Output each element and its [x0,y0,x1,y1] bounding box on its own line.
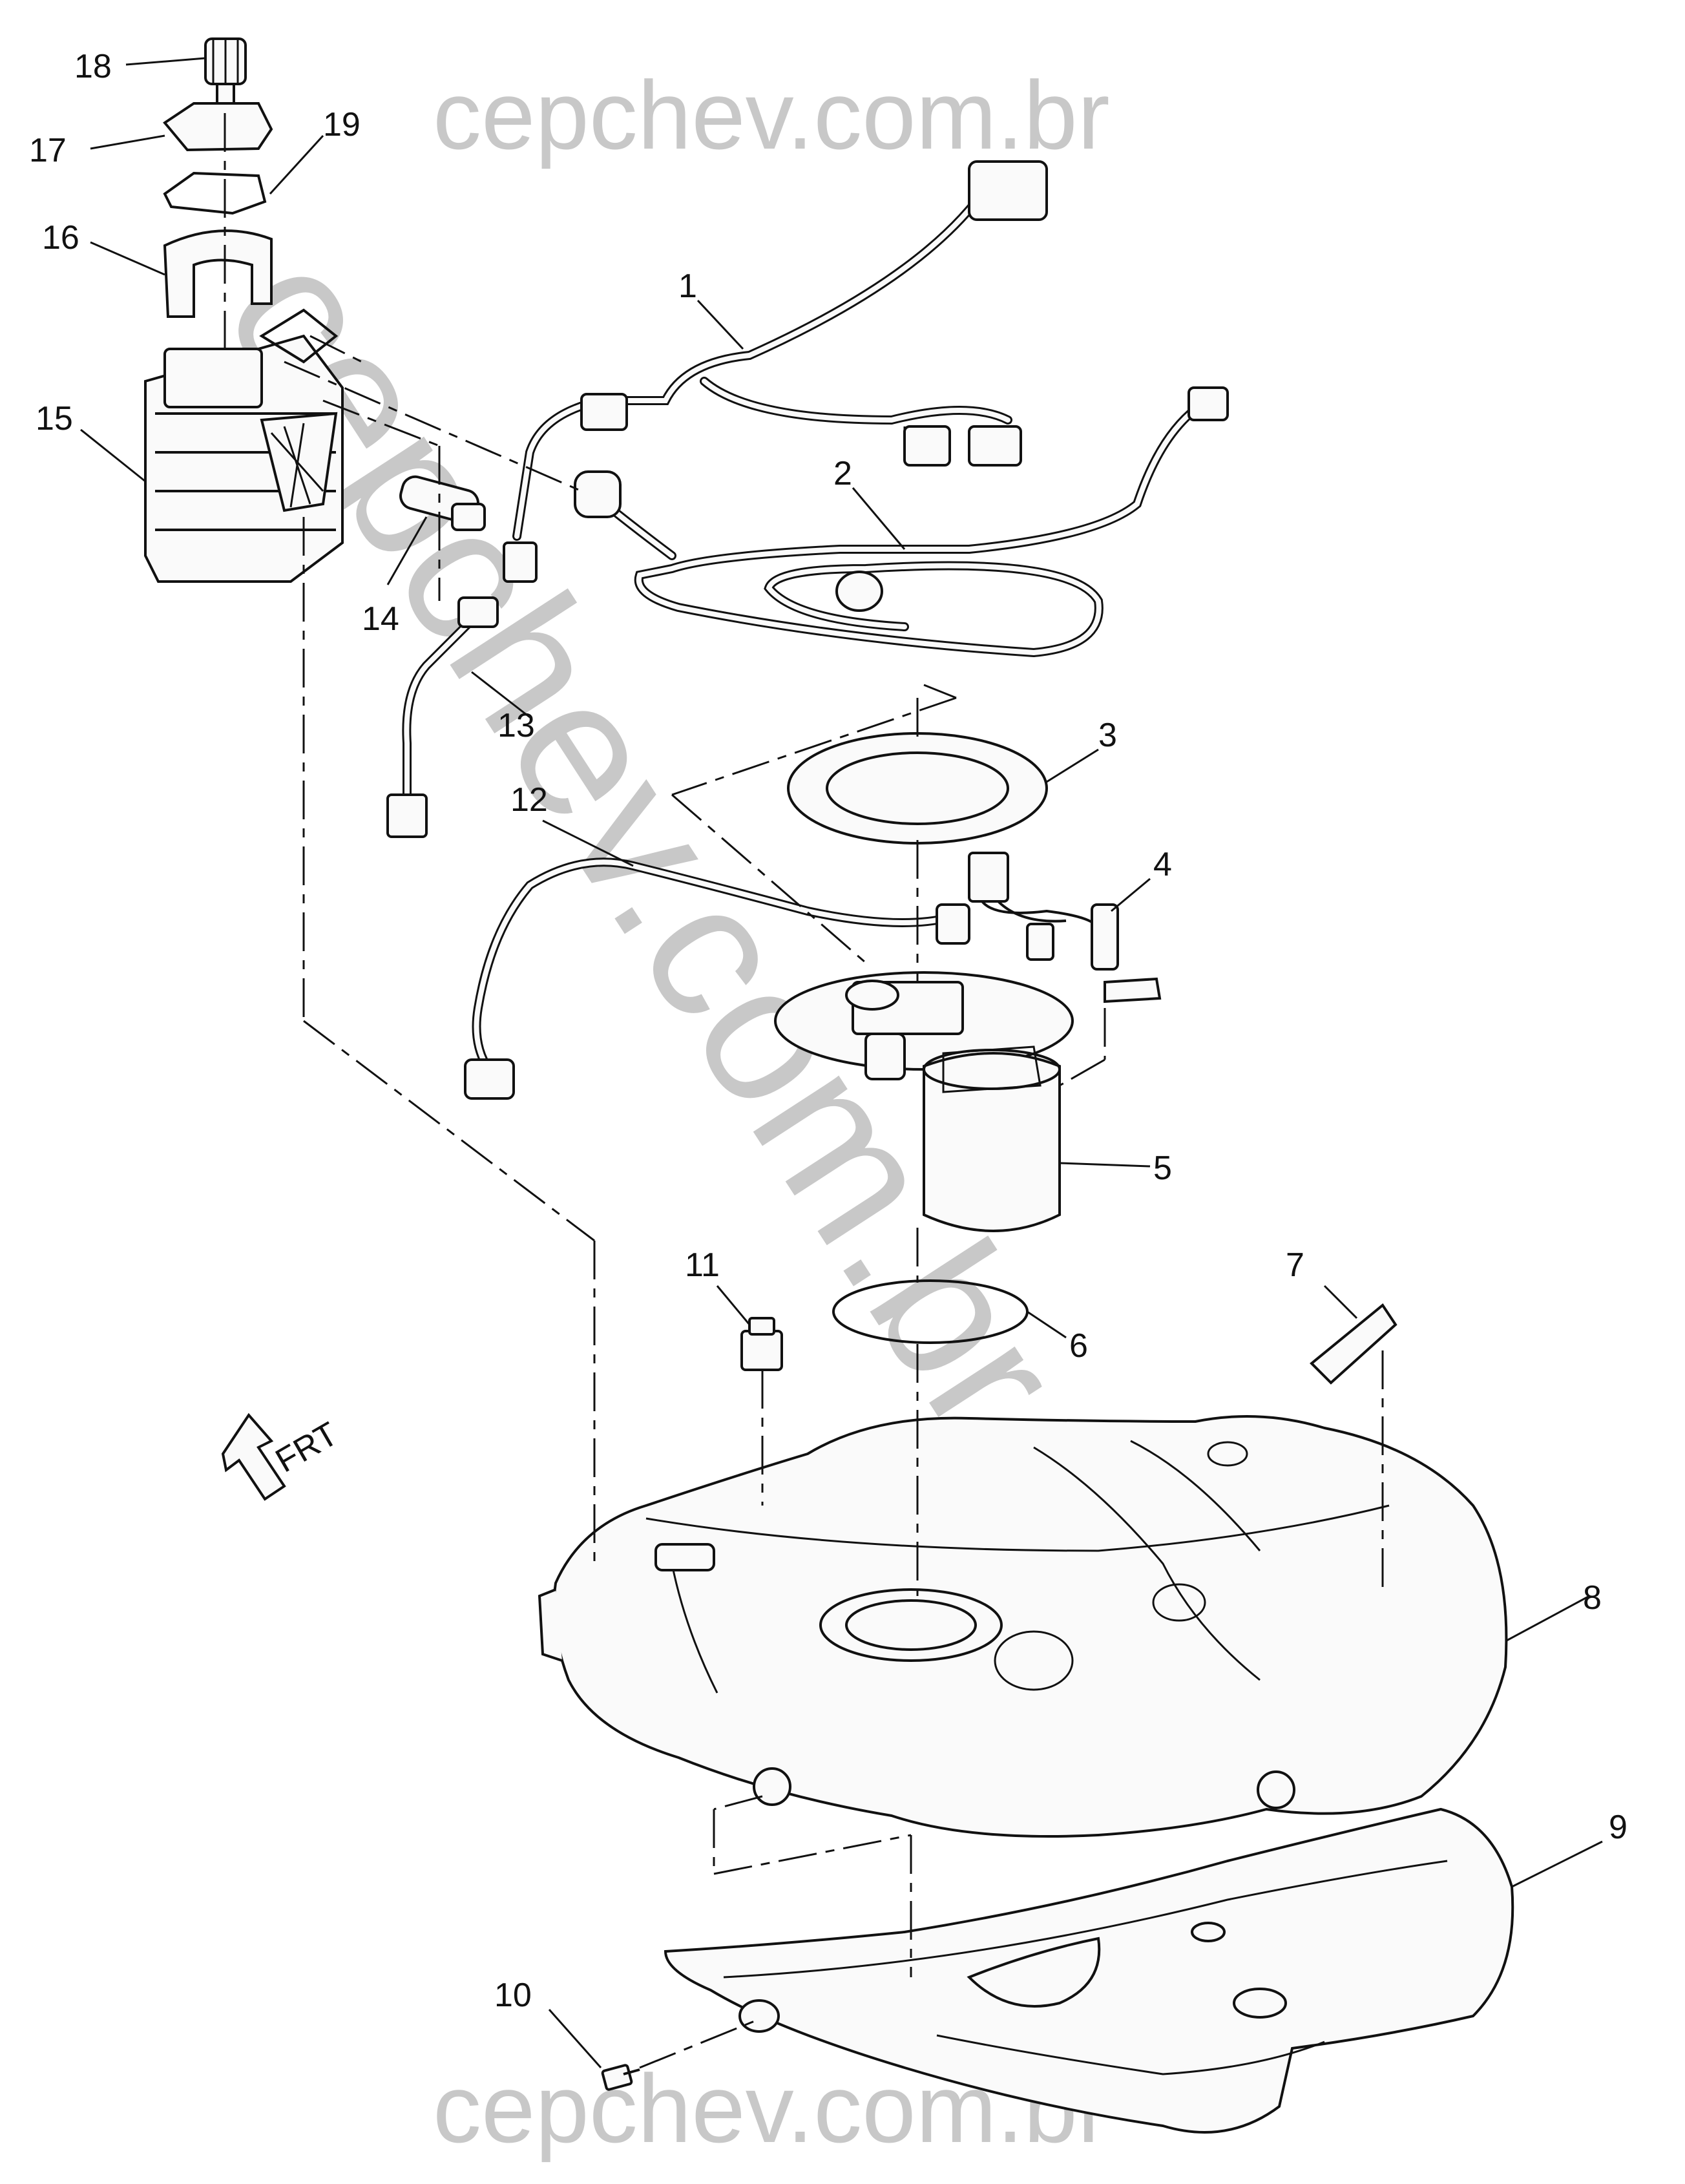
callout-9: 9 [1609,1809,1627,1846]
leader-lines [80,57,1603,2068]
callout-17: 17 [29,132,67,169]
part-5-pump-module [774,971,1074,1232]
part-9-shield [664,1807,1514,2134]
callout-11: 11 [685,1246,720,1284]
callout-7: 7 [1286,1246,1304,1284]
part-8-fuel-tank [538,1415,1508,1838]
part-16-shield [163,229,273,318]
part-3-lock-ring [787,732,1048,845]
callout-3: 3 [1098,717,1117,754]
callout-14: 14 [362,600,399,638]
callout-8: 8 [1583,1579,1602,1617]
callout-numbers: 1 2 3 4 5 6 7 8 9 10 11 12 13 14 15 16 1… [29,48,1627,2014]
part-12-fuel-line [464,857,970,1100]
callout-16: 16 [42,219,79,257]
part-2-fuel-feed [574,386,1229,658]
alignment-lines [224,113,1384,2069]
watermark-top: cepchev.com.br [433,61,1110,169]
callout-2: 2 [833,455,852,492]
part-18-cap [204,37,247,85]
callout-19: 19 [323,106,361,143]
callout-6: 6 [1069,1327,1088,1365]
callout-15: 15 [36,400,73,437]
callout-4: 4 [1153,846,1172,883]
part-7-pad [1310,1303,1397,1385]
front-label: FRT [269,1415,344,1480]
part-10-bolt [601,2064,640,2091]
callout-1: 1 [678,268,697,305]
part-11-clip [740,1317,783,1371]
callout-12: 12 [510,781,548,819]
part-1-harness [503,160,1048,583]
callout-13: 13 [497,707,535,744]
part-13-vapor-line [386,596,499,838]
part-4-pigtail [968,852,1162,1003]
callout-18: 18 [74,48,112,85]
part-15-canister [144,308,344,583]
callout-5: 5 [1153,1150,1172,1187]
part-19-seal [163,171,267,215]
part-17-bracket [163,83,273,152]
callout-10: 10 [494,1977,532,2014]
front-direction-indicator: FRT [221,1412,344,1501]
